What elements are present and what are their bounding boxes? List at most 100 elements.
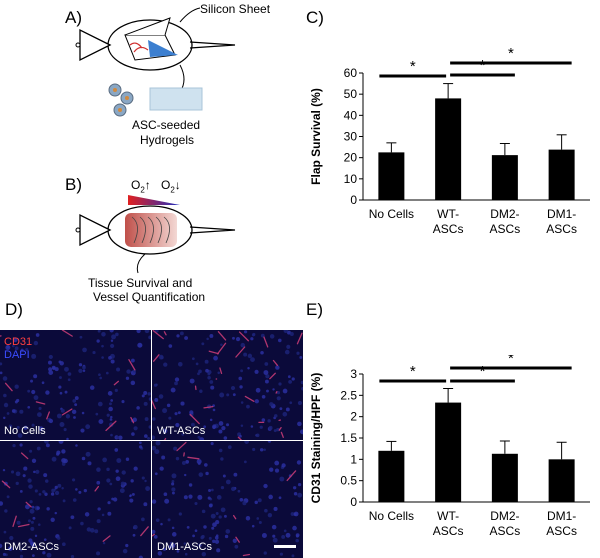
dapi-nucleus (34, 489, 38, 493)
cd31-vessel (130, 416, 135, 424)
dapi-nucleus (147, 436, 150, 440)
dapi-nucleus (197, 435, 201, 439)
dapi-nucleus (168, 416, 172, 420)
dapi-nucleus (225, 479, 231, 485)
dapi-nucleus (27, 478, 32, 483)
dapi-nucleus (96, 480, 101, 485)
dapi-nucleus (0, 371, 3, 375)
flap-right-tip-b (189, 226, 236, 234)
dapi-nucleus (174, 412, 178, 416)
dapi-nucleus (0, 501, 4, 506)
dapi-nucleus (231, 486, 236, 492)
dapi-nucleus (269, 402, 274, 407)
dapi-nucleus (240, 369, 244, 373)
dapi-nucleus (67, 378, 71, 382)
dapi-nucleus (155, 441, 161, 446)
cell-1-nucleus (113, 88, 117, 92)
dapi-nucleus (99, 376, 102, 380)
dapi-nucleus (216, 548, 221, 553)
dapi-nucleus (291, 554, 295, 558)
dapi-nucleus (286, 344, 291, 349)
dapi-nucleus (2, 376, 8, 381)
cd31-vessel (94, 485, 99, 492)
dapi-nucleus (137, 342, 143, 348)
dapi-nucleus (285, 532, 291, 538)
dapi-nucleus (181, 433, 185, 436)
dapi-nucleus (295, 538, 299, 543)
dapi-nucleus (297, 400, 303, 406)
dapi-nucleus (110, 399, 113, 402)
scale-bar (274, 545, 296, 548)
dapi-nucleus (33, 374, 38, 379)
dapi-nucleus (141, 517, 145, 522)
dapi-nucleus (110, 433, 113, 437)
dapi-nucleus (257, 498, 262, 503)
dapi-nucleus (205, 368, 209, 373)
bar (491, 453, 518, 502)
dapi-nucleus (31, 423, 35, 427)
dapi-nucleus (177, 411, 181, 415)
dapi-nucleus (111, 334, 116, 340)
dapi-nucleus (268, 494, 273, 500)
dapi-nucleus (230, 386, 236, 391)
dapi-nucleus (19, 554, 24, 558)
dapi-nucleus (107, 501, 111, 505)
x-tick-label: DM1- (547, 509, 576, 523)
tile-texture (152, 441, 303, 558)
dapi-nucleus (197, 372, 200, 376)
dapi-nucleus (207, 376, 211, 380)
dapi-nucleus (85, 451, 91, 457)
dapi-nucleus (203, 425, 207, 429)
dapi-nucleus (263, 448, 266, 451)
dapi-nucleus (82, 369, 86, 373)
dapi-nucleus (183, 542, 187, 545)
dapi-nucleus (290, 512, 295, 516)
dapi-nucleus (125, 543, 129, 548)
micro-tile-no-cells: CD31 DAPI No Cells (0, 330, 151, 440)
dapi-nucleus (68, 526, 72, 530)
cd31-vessel (163, 331, 167, 336)
dapi-nucleus (62, 542, 66, 547)
dapi-nucleus (222, 474, 226, 478)
dapi-nucleus (278, 496, 282, 500)
dapi-nucleus (276, 390, 281, 395)
flap-left-tip-b (79, 213, 112, 247)
dapi-nucleus (61, 462, 66, 466)
x-tick-label: No Cells (369, 509, 414, 523)
dapi-nucleus (252, 447, 256, 452)
panel-b-letter: B) (65, 175, 82, 194)
dapi-nucleus (173, 446, 178, 451)
dapi-nucleus (6, 495, 10, 499)
tile-label: DM2-ASCs (4, 541, 60, 553)
x-tick-label: ASCs (490, 222, 521, 236)
dapi-nucleus (109, 418, 113, 421)
dapi-nucleus (110, 339, 114, 342)
dapi-nucleus (246, 404, 250, 409)
dapi-nucleus (148, 397, 151, 401)
dapi-nucleus (33, 470, 36, 474)
y-tick-label: 20 (344, 151, 358, 165)
dapi-nucleus (64, 366, 69, 372)
dapi-nucleus (36, 506, 40, 510)
dapi-nucleus (59, 421, 65, 427)
dapi-nucleus (269, 334, 275, 339)
dapi-nucleus (58, 441, 64, 444)
dapi-nucleus (261, 418, 266, 422)
dapi-nucleus (220, 457, 224, 461)
dapi-nucleus (16, 425, 20, 429)
dapi-nucleus (247, 367, 250, 370)
dapi-nucleus (207, 496, 211, 500)
dapi-nucleus (267, 512, 273, 518)
dapi-nucleus (73, 416, 76, 419)
dapi-nucleus (82, 347, 87, 353)
dapi-nucleus (264, 362, 269, 366)
dapi-nucleus (210, 385, 215, 390)
dapi-nucleus (191, 357, 195, 361)
cd31-vessel (278, 427, 282, 431)
dapi-nucleus (107, 391, 113, 396)
dapi-nucleus (12, 344, 15, 348)
dapi-nucleus (166, 403, 171, 408)
cd31-vessel (233, 514, 237, 520)
cell-2-nucleus (125, 96, 129, 100)
